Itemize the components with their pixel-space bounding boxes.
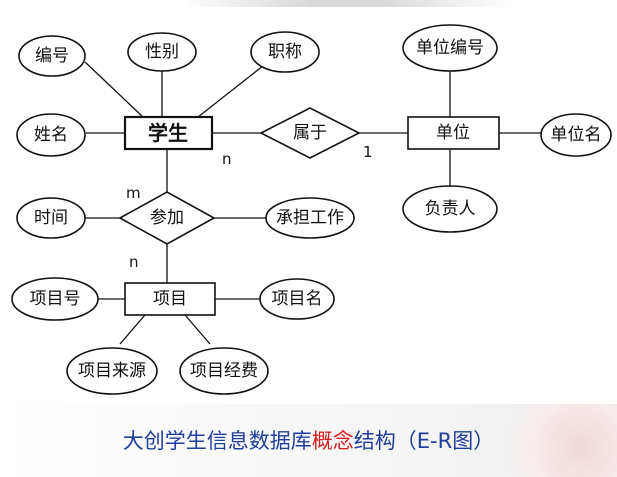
- cardinality-belongs-unit: 1: [363, 143, 373, 161]
- attribute-gender: [127, 32, 197, 72]
- edge-title-student: [197, 61, 269, 118]
- label-time: 时间: [34, 208, 68, 228]
- label-work: 承担工作: [276, 208, 344, 228]
- attribute-project-number: [11, 277, 99, 321]
- label-title: 职称: [268, 42, 302, 62]
- attribute-work: [265, 197, 355, 239]
- cardinality-student-participate: m: [126, 184, 141, 202]
- relationship-belongs: [259, 107, 361, 159]
- relationship-participate: [118, 191, 216, 245]
- attribute-project-source: [66, 347, 158, 395]
- cardinality-student-belongs: n: [222, 150, 232, 168]
- caption-highlight: 概念: [311, 429, 354, 453]
- label-project-funding: 项目经费: [190, 361, 258, 381]
- label-unit-number: 单位编号: [416, 38, 484, 58]
- attribute-leader: [402, 185, 498, 233]
- label-number: 编号: [35, 46, 69, 66]
- labels: 编号 性别 职称 姓名 单位编号 单位名 负责人 时间 承担工作 项目号 项目名…: [30, 38, 602, 381]
- er-diagram: 编号 性别 职称 姓名 单位编号 单位名 负责人 时间 承担工作 项目号 项目名…: [11, 24, 612, 395]
- edge-project-source: [119, 314, 146, 345]
- label-leader: 负责人: [425, 199, 476, 219]
- label-project-name: 项目名: [272, 289, 323, 309]
- entity-unit: [407, 116, 500, 150]
- top-shadow-band: [180, 0, 510, 7]
- relationship-diamonds: [118, 107, 361, 245]
- label-project-source: 项目来源: [78, 361, 146, 381]
- decorative-background-shape: [495, 404, 617, 477]
- attribute-project-funding: [179, 347, 269, 395]
- attribute-ellipses: [11, 24, 612, 395]
- caption: 大创学生信息数据库概念结构（E-R图）: [0, 425, 617, 455]
- attribute-time: [16, 197, 86, 239]
- cardinality-participate-project: n: [129, 253, 139, 271]
- attribute-title: [250, 31, 320, 73]
- attribute-unit-name: [540, 113, 612, 157]
- attribute-name: [16, 113, 86, 157]
- label-name: 姓名: [34, 125, 68, 145]
- label-gender: 性别: [145, 42, 179, 62]
- caption-text-before: 大创学生信息数据库: [122, 429, 312, 453]
- label-belongs: 属于: [293, 123, 327, 143]
- entity-student: [123, 115, 214, 151]
- attribute-number: [18, 35, 86, 77]
- attribute-unit-number: [402, 24, 498, 72]
- connector-lines: [84, 61, 542, 345]
- attribute-project-name: [259, 278, 335, 320]
- label-project-number: 项目号: [30, 289, 81, 309]
- entity-rects: [123, 115, 500, 316]
- label-participate: 参加: [150, 208, 184, 228]
- caption-text-after: 结构（E-R图）: [353, 429, 495, 453]
- entity-project: [124, 282, 216, 316]
- cardinality-labels: n 1 m n: [126, 143, 373, 271]
- label-student: 学生: [148, 121, 188, 145]
- label-unit: 单位: [436, 123, 470, 143]
- edge-number-student: [84, 61, 144, 118]
- edge-project-funding: [184, 314, 211, 345]
- label-project: 项目: [153, 289, 187, 309]
- label-unit-name: 单位名: [551, 125, 602, 145]
